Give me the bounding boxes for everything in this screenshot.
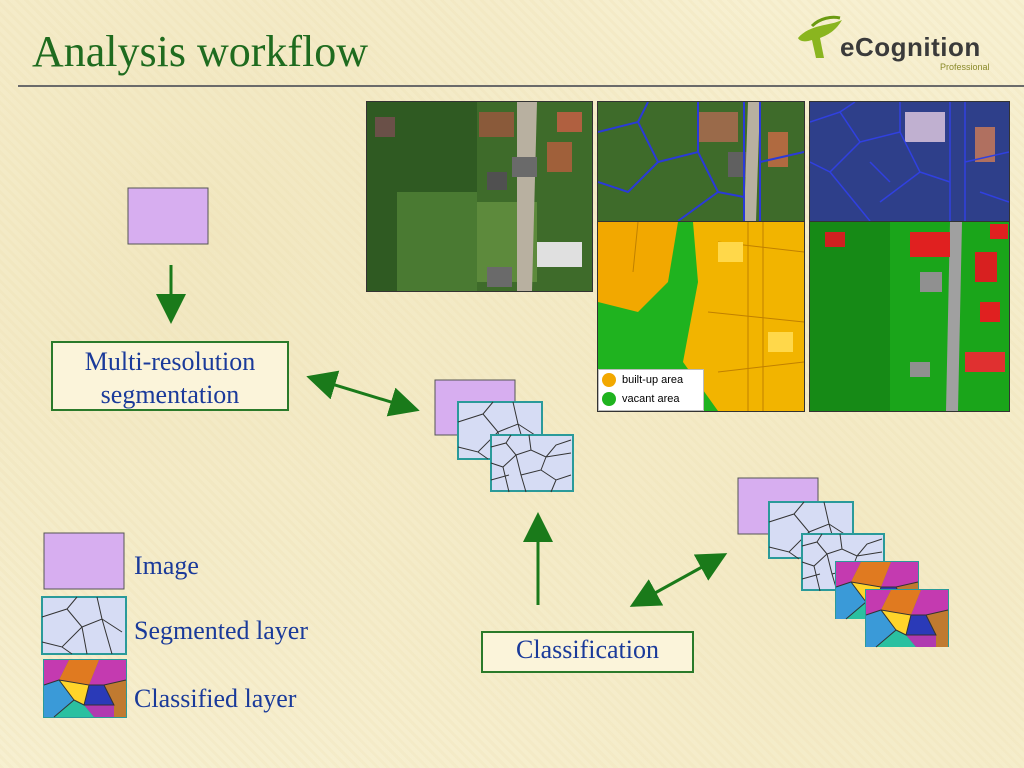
aerial-image-original (366, 101, 593, 292)
map-legend: built-up area vacant area (598, 369, 704, 411)
input-image-square (127, 187, 209, 245)
legend-classified-label: Classified layer (134, 684, 297, 713)
legend-image-label: Image (134, 551, 199, 580)
map-legend-item-vacant: vacant area (599, 389, 703, 408)
layer-stack-segmentation (434, 379, 574, 493)
legend-image-swatch (43, 532, 125, 590)
legend-segmented-label: Segmented layer (134, 616, 308, 645)
arrow-classification-to-classified-stack (629, 553, 728, 607)
map-legend-label: vacant area (622, 392, 680, 405)
segmentation-label-line2: segmentation (100, 380, 240, 409)
logo-subtitle-text: Professional (940, 62, 990, 72)
title-divider (18, 85, 1024, 87)
layer-stack-classification (737, 477, 949, 648)
segmentation-process-box: Multi-resolution segmentation (51, 341, 289, 411)
builtup-swatch-icon (602, 372, 616, 387)
segmentation-label-line1: Multi-resolution (84, 347, 256, 376)
logo-mark-icon (798, 15, 842, 58)
vacant-swatch-icon (602, 391, 616, 406)
legend-classified-swatch (43, 659, 127, 718)
slide-title: Analysis workflow (32, 27, 369, 76)
arrow-segmentation-to-stack (306, 370, 420, 417)
logo-brand-text: eCognition (840, 32, 981, 62)
legend-segmented-swatch (41, 596, 127, 655)
classification-process-box: Classification (481, 631, 694, 673)
map-legend-item-builtup: built-up area (599, 370, 703, 389)
map-legend-label: built-up area (622, 373, 684, 386)
aerial-image-segmented-fine (809, 101, 1010, 222)
aerial-image-classified-buildings (809, 221, 1010, 412)
ecognition-logo: eCognition Professional (790, 8, 1010, 76)
aerial-image-segmented-coarse (597, 101, 805, 222)
